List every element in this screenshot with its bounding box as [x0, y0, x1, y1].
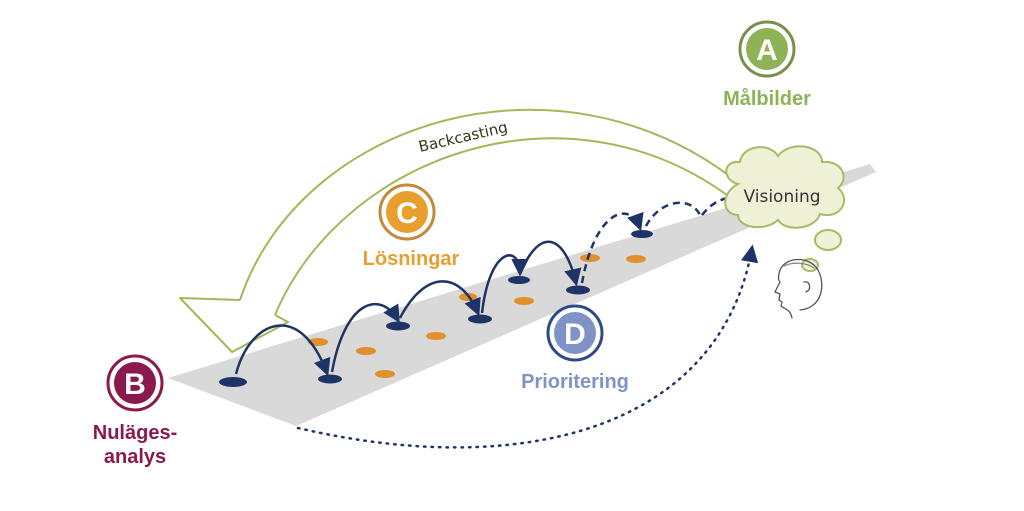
step-dot	[386, 321, 410, 331]
step-dot	[508, 276, 530, 284]
hop-arrow	[234, 324, 331, 377]
head-outline	[774, 258, 823, 319]
hop-arrows	[234, 196, 729, 377]
marker-a-fill	[746, 28, 788, 70]
option-dot	[580, 254, 600, 262]
marker-a: A	[738, 20, 796, 78]
step-dot	[219, 377, 247, 387]
marker-d-label: Prioritering	[521, 371, 629, 393]
step-dot	[468, 314, 492, 324]
marker-c-letter: C	[396, 197, 418, 230]
visioning-cloud	[724, 145, 845, 229]
hop-arrow	[398, 280, 481, 319]
hop-arrow	[330, 303, 400, 373]
marker-c-label: Lösningar	[363, 248, 460, 270]
option-dot	[514, 297, 534, 305]
option-dot	[375, 370, 395, 378]
marker-b-letter: B	[124, 368, 146, 401]
marker-a-letter: A	[756, 34, 778, 67]
option-dots	[308, 254, 646, 378]
marker-b-label-line2: analys	[104, 446, 166, 468]
marker-b: B	[106, 354, 164, 412]
step-dot	[318, 374, 342, 384]
backcasting-arrow-inner	[274, 137, 728, 316]
head-ear	[803, 281, 811, 293]
step-dots	[219, 230, 653, 387]
option-dot	[626, 255, 646, 263]
road-strip	[168, 164, 876, 426]
marker-c-fill	[386, 191, 428, 233]
marker-c: C	[378, 183, 436, 241]
marker-d-letter: D	[564, 318, 586, 351]
cloud-label: Visioning	[743, 187, 820, 207]
marker-a-label: Målbilder	[723, 87, 811, 110]
thought-bubble-large	[814, 229, 842, 251]
person-head-icon	[774, 258, 823, 319]
forecast-dotted-arrow	[296, 244, 759, 449]
marker-b-label-line1: Nuläges-	[93, 422, 177, 444]
option-dot	[426, 332, 446, 340]
marker-d: D	[546, 304, 604, 362]
step-dot	[631, 230, 653, 238]
option-dot	[356, 347, 376, 355]
step-dot	[566, 285, 590, 295]
hop-arrow	[518, 240, 582, 287]
marker-b-fill	[114, 362, 156, 404]
marker-d-fill	[554, 312, 596, 354]
cloud-icon: Visioning	[724, 145, 845, 229]
hop-arrow-dashed	[644, 201, 702, 227]
hop-arrow	[480, 254, 529, 314]
head-hair	[783, 262, 815, 269]
backcasting-arrow-head	[179, 297, 289, 353]
hop-arrow-dashed	[580, 211, 644, 284]
backcasting-arrow-outer	[239, 108, 741, 301]
